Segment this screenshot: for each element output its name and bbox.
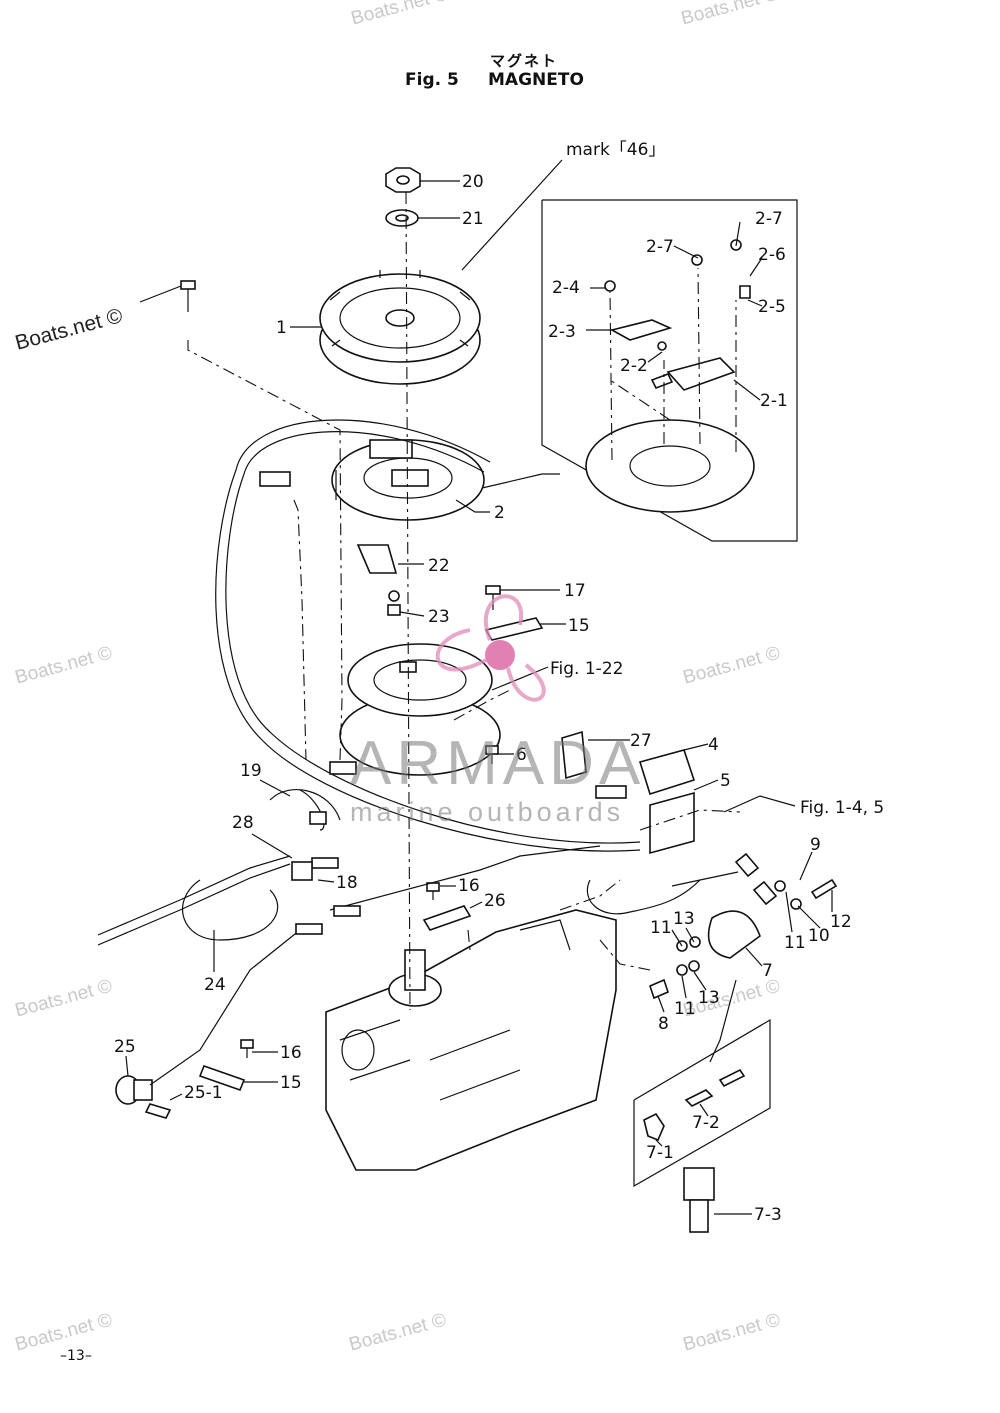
clamp-part (422, 905, 472, 931)
callout-1: 1 (276, 318, 287, 338)
callout-2-4: 2-4 (552, 278, 580, 298)
screw-part (240, 1039, 254, 1058)
screw-part (426, 882, 440, 900)
figure-title: MAGNETO (488, 70, 584, 90)
callout-2-7: 2-7 (646, 237, 674, 257)
callout-2-7: 2-7 (755, 209, 783, 229)
callout-11: 11 (674, 999, 696, 1019)
plug-cap-part (684, 1068, 746, 1107)
magneto-base-part (339, 643, 501, 776)
clamp-part (484, 617, 544, 641)
armada-logo-icon (435, 594, 546, 702)
callout-2-1: 2-1 (760, 391, 788, 411)
callout-28: 28 (232, 813, 254, 833)
callout-11: 11 (784, 933, 806, 953)
washer-part (676, 880, 802, 976)
engine-block-part (325, 909, 617, 1171)
stator-part (331, 439, 485, 521)
leader-lines (125, 159, 833, 1215)
callout-2-6: 2-6 (758, 245, 786, 265)
armada-tagline-watermark: marine outboards (350, 797, 625, 827)
callout-16: 16 (280, 1043, 302, 1063)
screw-part (485, 745, 499, 764)
washer-part (385, 209, 419, 227)
callout-2-3: 2-3 (548, 322, 576, 342)
callout-22: 22 (428, 556, 450, 576)
callout-13: 13 (673, 909, 695, 929)
callout-2-5: 2-5 (758, 297, 786, 317)
plug-cap-part (643, 1112, 665, 1142)
callout-5: 5 (720, 771, 731, 791)
callout-18: 18 (336, 873, 358, 893)
callout-27: 27 (630, 731, 652, 751)
callout-25: 25 (114, 1037, 136, 1057)
screw-part (180, 280, 196, 312)
flywheel-part (319, 270, 481, 385)
callout-7-3: 7-3 (754, 1205, 782, 1225)
callout-23: 23 (428, 607, 450, 627)
callout-16: 16 (458, 876, 480, 896)
callout-7-2: 7-2 (692, 1113, 720, 1133)
pulser-bracket-part (356, 544, 398, 574)
callout-24: 24 (204, 975, 226, 995)
callout-20: 20 (462, 172, 484, 192)
nut-part (385, 167, 421, 193)
plug-cap-detail-inset (633, 1018, 771, 1188)
callout-10: 10 (808, 926, 830, 946)
stator-detail-inset (541, 199, 798, 542)
callout-17: 17 (564, 581, 586, 601)
wire-harness (97, 419, 737, 1086)
figure-number: Fig. 5 (405, 70, 459, 90)
stop-switch-part (115, 1075, 172, 1119)
callout-15: 15 (568, 616, 590, 636)
callout-15: 15 (280, 1073, 302, 1093)
callout-7-1: 7-1 (646, 1143, 674, 1163)
mark-reference-label: mark「46」 (566, 140, 665, 160)
plug-cap-part (683, 1167, 715, 1233)
japanese-title: マグネト (490, 52, 559, 70)
callout-8: 8 (658, 1014, 669, 1034)
callout-25-1: 25-1 (184, 1083, 223, 1103)
callout-11: 11 (650, 918, 672, 938)
page-number: –13– (60, 1348, 92, 1364)
bolt-part (387, 590, 401, 616)
bolt-part (649, 878, 838, 1000)
fig-1-4-5-reference: Fig. 1-4, 5 (800, 798, 884, 818)
callout-19: 19 (240, 761, 262, 781)
clamp-part (198, 1064, 246, 1092)
callout-2: 2 (494, 503, 505, 523)
callout-4: 4 (708, 735, 719, 755)
ignition-coil-part (671, 852, 778, 959)
fig-1-22-reference: Fig. 1-22 (550, 659, 623, 679)
callout-12: 12 (830, 912, 852, 932)
callout-21: 21 (462, 209, 484, 229)
assembly-centerlines (187, 191, 741, 1011)
callout-13: 13 (698, 988, 720, 1008)
cdi-unit-part (561, 730, 696, 855)
callout-6: 6 (516, 745, 527, 765)
armada-brand-watermark: ARMADA (350, 729, 646, 798)
callout-labels: mark「46」 20 21 1 2 2-7 2-7 2-6 2-5 2-4 2… (114, 140, 884, 1225)
callout-2-2: 2-2 (620, 356, 648, 376)
callout-9: 9 (810, 835, 821, 855)
callout-26: 26 (484, 891, 506, 911)
callout-7: 7 (762, 961, 773, 981)
